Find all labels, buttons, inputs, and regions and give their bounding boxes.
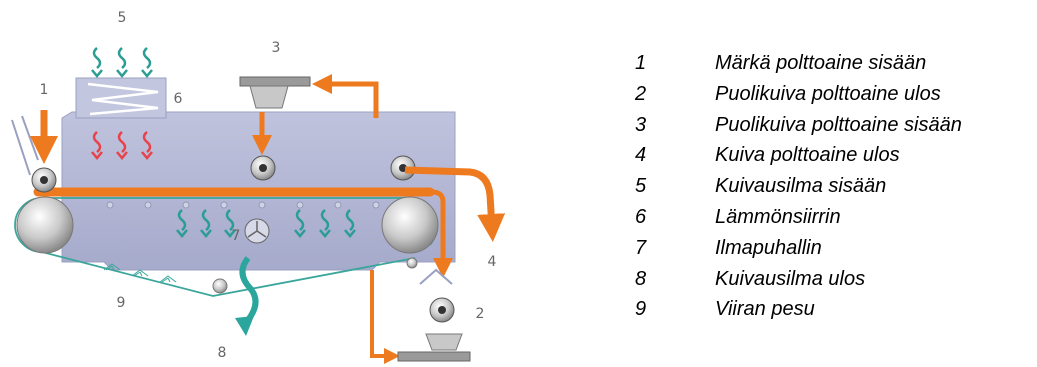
label-2: 2 xyxy=(476,306,485,322)
legend-text: Kuivausilma ulos xyxy=(715,267,866,290)
top-screw-conveyor xyxy=(239,76,311,87)
bottom-screw-conveyor xyxy=(397,351,471,362)
belt-rivets xyxy=(106,201,380,209)
fan-blades xyxy=(247,221,267,238)
label-7: 7 xyxy=(232,228,241,244)
right-belt-roller xyxy=(381,196,439,254)
legend-item: 4 Kuiva polttoaine ulos xyxy=(635,140,962,171)
legend-item: 9 Viiran pesu xyxy=(635,294,962,325)
legend-text: Viiran pesu xyxy=(715,298,815,321)
belt-dryer-diagram: 1 2 3 4 5 6 7 8 9 xyxy=(11,10,506,364)
exhaust-arrowhead xyxy=(235,316,254,336)
legend-number: 6 xyxy=(635,205,647,228)
label-8: 8 xyxy=(218,345,227,361)
small-guide-roller xyxy=(406,257,418,269)
feed-to-outlet-path xyxy=(430,189,453,278)
legend-item: 2 Puolikuiva polttoaine ulos xyxy=(635,79,962,110)
legend-text: Märkä polttoaine sisään xyxy=(715,52,927,74)
inlet-feed-roller-hub xyxy=(40,176,48,184)
legend-text: Ilmapuhallin xyxy=(715,236,822,259)
legend-text: Puolikuiva polttoaine sisään xyxy=(715,113,962,136)
outlet-roller-hub xyxy=(438,306,446,314)
legend-item: 5 Kuivausilma sisään xyxy=(635,171,962,202)
outlet-hopper-frame xyxy=(419,268,453,285)
top-hopper xyxy=(249,85,289,109)
label-5: 5 xyxy=(118,10,127,26)
label-9: 9 xyxy=(117,295,126,311)
legend-text: Lämmönsiirrin xyxy=(715,205,841,228)
outlet-hopper xyxy=(425,333,463,351)
inlet-chute xyxy=(11,115,39,176)
semi-dry-return-path xyxy=(312,74,379,118)
legend-text: Kuiva polttoaine ulos xyxy=(715,144,900,167)
wire-wash-nozzles xyxy=(103,263,177,283)
legend-number: 4 xyxy=(635,144,647,167)
legend-item: 6 Lämmönsiirrin xyxy=(635,202,962,233)
legend-item: 3 Puolikuiva polttoaine sisään xyxy=(635,110,962,141)
distribution-roller-1-hub xyxy=(259,164,267,172)
legend-number: 1 xyxy=(635,52,647,74)
internal-air-icon xyxy=(176,209,356,238)
legend-number: 8 xyxy=(635,267,647,290)
legend-number: 9 xyxy=(635,298,647,321)
heat-exchanger-coil-icon xyxy=(87,82,159,116)
exhaust-air-out-arrow xyxy=(239,256,259,322)
tension-roller xyxy=(212,278,228,294)
drying-air-in-icon xyxy=(91,47,153,78)
label-4: 4 xyxy=(488,254,497,270)
label-3: 3 xyxy=(272,40,281,56)
semi-dry-recirculation-path xyxy=(370,270,400,364)
legend-item: 1 Märkä polttoaine sisään xyxy=(635,48,962,79)
left-belt-roller xyxy=(16,196,74,254)
legend-number: 5 xyxy=(635,175,647,198)
legend-number: 3 xyxy=(635,113,647,136)
legend-number: 7 xyxy=(635,236,647,259)
legend-text: Kuivausilma sisään xyxy=(715,175,887,198)
dry-fuel-out-arrow xyxy=(404,166,506,242)
legend-text: Puolikuiva polttoaine ulos xyxy=(715,82,941,105)
legend-number: 2 xyxy=(635,82,647,105)
label-1: 1 xyxy=(40,82,49,98)
heat-waves-icon xyxy=(91,131,153,160)
label-6: 6 xyxy=(174,91,183,107)
legend-item: 7 Ilmapuhallin xyxy=(635,233,962,264)
legend-item: 8 Kuivausilma ulos xyxy=(635,264,962,295)
